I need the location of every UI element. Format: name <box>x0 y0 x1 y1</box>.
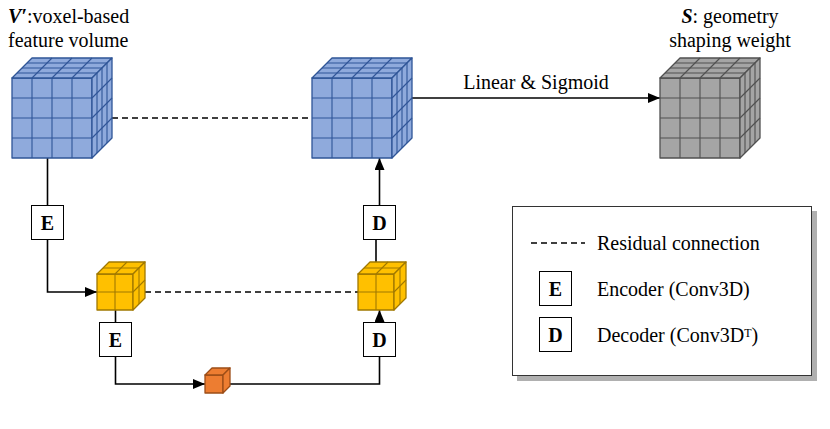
decoder-box: D <box>363 322 396 357</box>
data-flow-line <box>47 158 49 205</box>
block-letter: D <box>548 324 562 346</box>
block-letter: E <box>109 329 122 351</box>
volume-heading: S: geometry shaping weight <box>650 4 810 52</box>
decoder-box: D <box>363 205 396 240</box>
block-letter: E <box>549 278 562 300</box>
data-flow-line <box>116 357 206 384</box>
legend-text: Decoder (Conv3Dᵀ) <box>597 323 758 347</box>
dashed-line-sample <box>531 225 587 261</box>
residual-connection <box>112 117 312 119</box>
legend-row: Residual connection <box>513 225 809 261</box>
legend-block-sample: D <box>539 317 572 352</box>
voxel-cube <box>312 58 412 158</box>
voxel-cube <box>358 262 406 310</box>
data-flow-line <box>230 357 380 384</box>
encoder-box: E <box>99 322 132 357</box>
block-letter: E <box>41 212 54 234</box>
voxel-cube <box>97 262 145 310</box>
volume-heading: V′:voxel-based feature volume <box>8 4 158 52</box>
encoder-box: E <box>31 205 64 240</box>
residual-connection <box>145 291 358 293</box>
feature-volume-cube <box>97 262 145 310</box>
legend-row: D Decoder (Conv3Dᵀ) <box>513 317 809 353</box>
voxel-cube <box>660 58 760 158</box>
legend-text: Residual connection <box>597 231 760 255</box>
bottleneck-cube <box>205 368 230 393</box>
legend-text: Encoder (Conv3D) <box>597 277 750 301</box>
data-flow-line <box>412 97 660 99</box>
feature-volume-cube: V′:voxel-based feature volume <box>12 58 112 158</box>
feature-volume-cube <box>358 262 406 310</box>
legend-block-sample: E <box>539 271 572 306</box>
edge-label: Linear & Sigmoid <box>461 71 611 93</box>
data-flow-line <box>115 310 117 322</box>
block-letter: D <box>372 329 386 351</box>
voxel-cube <box>12 58 112 158</box>
weight-volume-cube: S: geometry shaping weight <box>660 58 760 158</box>
data-flow-line <box>379 310 381 322</box>
data-flow-line <box>375 240 377 262</box>
voxel-cube <box>205 368 230 393</box>
legend-row: E Encoder (Conv3D) <box>513 271 809 307</box>
feature-volume-cube <box>312 58 412 158</box>
block-letter: D <box>372 212 386 234</box>
data-flow-line <box>379 158 381 205</box>
legend-box: Residual connectionE Encoder (Conv3D) D Dec… <box>512 206 812 376</box>
data-flow-line <box>48 240 98 292</box>
